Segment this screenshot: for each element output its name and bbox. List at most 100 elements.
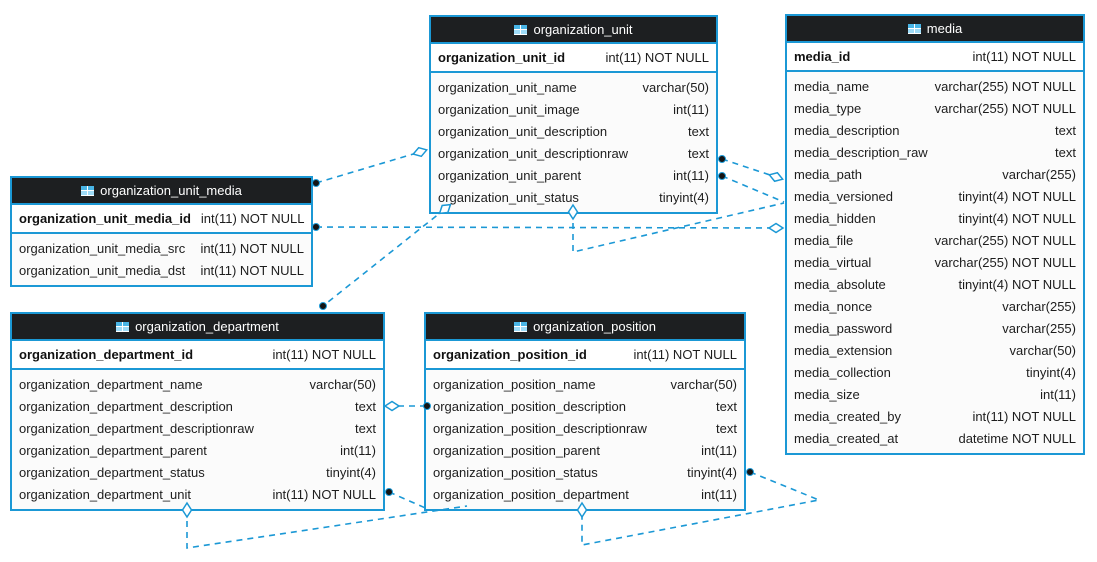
diamond-marker [768,171,784,183]
diamond-marker [181,501,193,519]
relationship-line[interactable] [581,471,822,546]
diamond-marker [576,501,588,519]
table-header[interactable]: organization_unit [431,17,716,44]
table-icon [514,321,528,332]
column-name: organization_position_parent [433,442,600,458]
table-row[interactable]: organization_position_status tinyint(4) [426,461,744,483]
column-type: varchar(255) NOT NULL [934,254,1076,270]
relationship-line[interactable] [322,208,446,307]
column-name: organization_position_id [433,347,587,362]
table-icon [514,24,528,35]
relationship-line[interactable] [721,158,777,178]
column-type: varchar(50) [670,376,737,392]
column-name: organization_unit_description [438,123,608,139]
column-type: int(11) [673,101,709,117]
column-name: media_type [794,100,862,116]
relationship-line[interactable] [186,505,468,549]
relationship-line[interactable] [315,151,421,184]
primary-key-row[interactable]: organization_department_id int(11) NOT N… [12,341,383,370]
dot-marker [319,302,327,310]
column-name: organization_unit_media_src [19,240,186,256]
table-header[interactable]: organization_position [426,314,744,341]
column-type: tinyint(4) [687,464,737,480]
column-name: organization_department_descriptionraw [19,420,254,436]
table-header[interactable]: media [787,16,1083,43]
dot-marker [718,172,726,180]
column-type: int(11) NOT NULL [633,347,737,362]
column-type: int(11) NOT NULL [272,486,376,502]
column-type: int(11) NOT NULL [972,408,1076,424]
primary-key-row[interactable]: organization_unit_id int(11) NOT NULL [431,44,716,73]
table-header[interactable]: organization_department [12,314,383,341]
column-name: organization_unit_parent [438,167,582,183]
diamond-marker [567,203,579,221]
column-type: varchar(255) [1002,320,1076,336]
column-type: int(11) [701,486,737,502]
column-name: media_nonce [794,298,873,314]
dot-marker [746,468,754,476]
column-type: int(11) [701,442,737,458]
dot-marker [385,488,393,496]
table-row[interactable]: organization_position_parent int(11) [426,439,744,461]
table-organization-department[interactable]: organization_department organization_dep… [10,312,385,511]
primary-key-row[interactable]: organization_unit_media_id int(11) NOT N… [12,205,311,234]
primary-key-row[interactable]: organization_position_id int(11) NOT NUL… [426,341,744,370]
column-name: organization_position_status [433,464,598,480]
primary-key-row[interactable]: media_id int(11) NOT NULL [787,43,1083,72]
table-header[interactable]: organization_unit_media [12,178,311,205]
table-title: media [926,21,963,36]
relationship-line[interactable] [572,202,785,254]
table-media[interactable]: media media_id int(11) NOT NULL media_na… [785,14,1085,455]
relationship-line[interactable] [721,175,785,203]
relationship-line[interactable] [315,226,777,229]
table-organization-unit-media[interactable]: organization_unit_media organization_uni… [10,176,313,287]
column-name: media_versioned [794,188,894,204]
table-organization-position[interactable]: organization_position organization_posit… [424,312,746,511]
column-name: organization_unit_descriptionraw [438,145,629,161]
diamond-marker [383,400,401,412]
relationship-line[interactable] [388,491,431,511]
column-name: organization_position_description [433,398,626,414]
diamond-marker [767,222,785,234]
column-name: organization_unit_media_dst [19,262,186,278]
table-organization-unit[interactable]: organization_unit organization_unit_id i… [429,15,718,214]
